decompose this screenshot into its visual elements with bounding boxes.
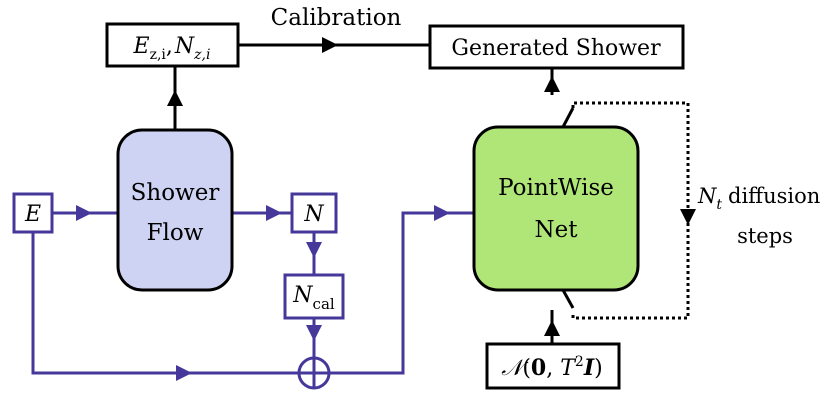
showerflow-to-n-arrowhead: [266, 205, 282, 221]
e-input-box: [12, 192, 54, 234]
pointwise-to-shower-arrowhead: [544, 76, 560, 92]
shower-flow-label-line1: Shower: [131, 180, 220, 206]
pointwise-top-switch: [561, 107, 575, 128]
calibration-label: Calibration: [271, 5, 402, 31]
diffusion-label-line2: steps: [737, 224, 793, 248]
ncal-to-oplus-arrowhead: [306, 325, 322, 341]
e-to-oplus-line: [31, 232, 298, 375]
e-input-label: E: [24, 202, 41, 227]
diffusion-loop-arrowhead: [680, 209, 696, 225]
oplus-to-pointwise-arrowhead: [434, 205, 450, 221]
n-box: [290, 192, 338, 234]
calibration-arrowhead: [322, 37, 338, 53]
shower-flow-label-line2: Flow: [147, 220, 204, 246]
pointwise-label-line1: PointWise: [498, 175, 614, 201]
diffusion-loop: [571, 101, 690, 320]
shower-flow-block: [116, 128, 234, 292]
ncal-box: [283, 273, 345, 320]
ncal-label: Ncal: [292, 283, 335, 313]
generated-shower-box: [428, 24, 685, 70]
e-to-oplus-arrowhead: [176, 365, 192, 381]
noise-label: 𝒩(0, T2I): [501, 354, 602, 381]
ez-nz-label: Ez,i,Nz,i: [133, 34, 211, 63]
noise-to-pointwise-arrowhead: [544, 320, 560, 336]
pointwise-net-block: [472, 125, 640, 292]
n-to-ncal-arrowhead: [306, 242, 322, 258]
showerflow-to-ez-arrowhead: [167, 90, 183, 106]
n-label: N: [303, 202, 324, 227]
e-to-showerflow-arrowhead: [76, 205, 92, 221]
ez-nz-box: [105, 22, 240, 68]
oplus-symbol: [297, 356, 331, 390]
generated-shower-label: Generated Shower: [451, 36, 661, 61]
pointwise-bottom-switch: [561, 289, 575, 309]
noise-box: [485, 342, 621, 390]
oplus-to-pointwise-line: [330, 211, 474, 375]
pointwise-label-line2: Net: [535, 217, 579, 243]
